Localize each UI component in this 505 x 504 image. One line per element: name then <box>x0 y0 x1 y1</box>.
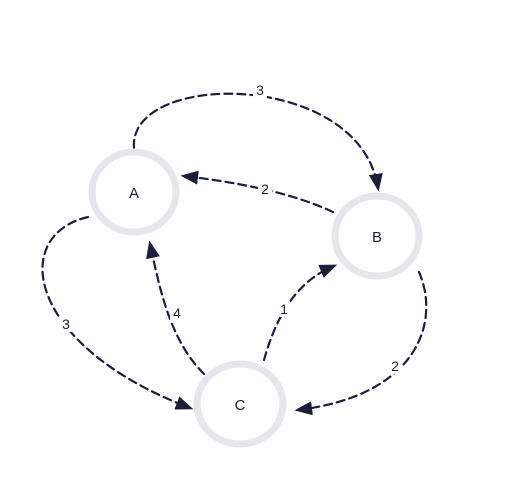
svg-text:1: 1 <box>280 301 288 317</box>
svg-text:3: 3 <box>62 316 70 332</box>
svg-text:2: 2 <box>261 181 269 197</box>
edge-label-a-to-c: 3 <box>59 316 73 332</box>
edge-label-c-to-a: 4 <box>170 305 184 321</box>
svg-text:3: 3 <box>256 82 264 98</box>
svg-text:2: 2 <box>391 358 399 374</box>
node-c[interactable]: C <box>193 360 287 448</box>
edge-c-to-b <box>262 264 338 362</box>
node-a-label: A <box>129 185 139 202</box>
edge-b-to-c <box>294 270 428 416</box>
edge-c-to-a <box>146 240 206 376</box>
svg-text:4: 4 <box>173 305 181 321</box>
edge-label-a-to-b: 3 <box>253 82 267 98</box>
edge-a-to-c <box>41 215 194 410</box>
node-b[interactable]: B <box>331 192 423 280</box>
node-a[interactable]: A <box>88 148 180 236</box>
edge-a-to-b <box>132 92 383 192</box>
edge-label-b-to-a: 2 <box>258 181 272 197</box>
node-b-label: B <box>372 229 382 246</box>
node-c-label: C <box>235 397 246 414</box>
edge-label-c-to-b: 1 <box>278 301 290 317</box>
edge-label-b-to-c: 2 <box>388 358 402 374</box>
edge-b-to-a <box>180 170 335 214</box>
